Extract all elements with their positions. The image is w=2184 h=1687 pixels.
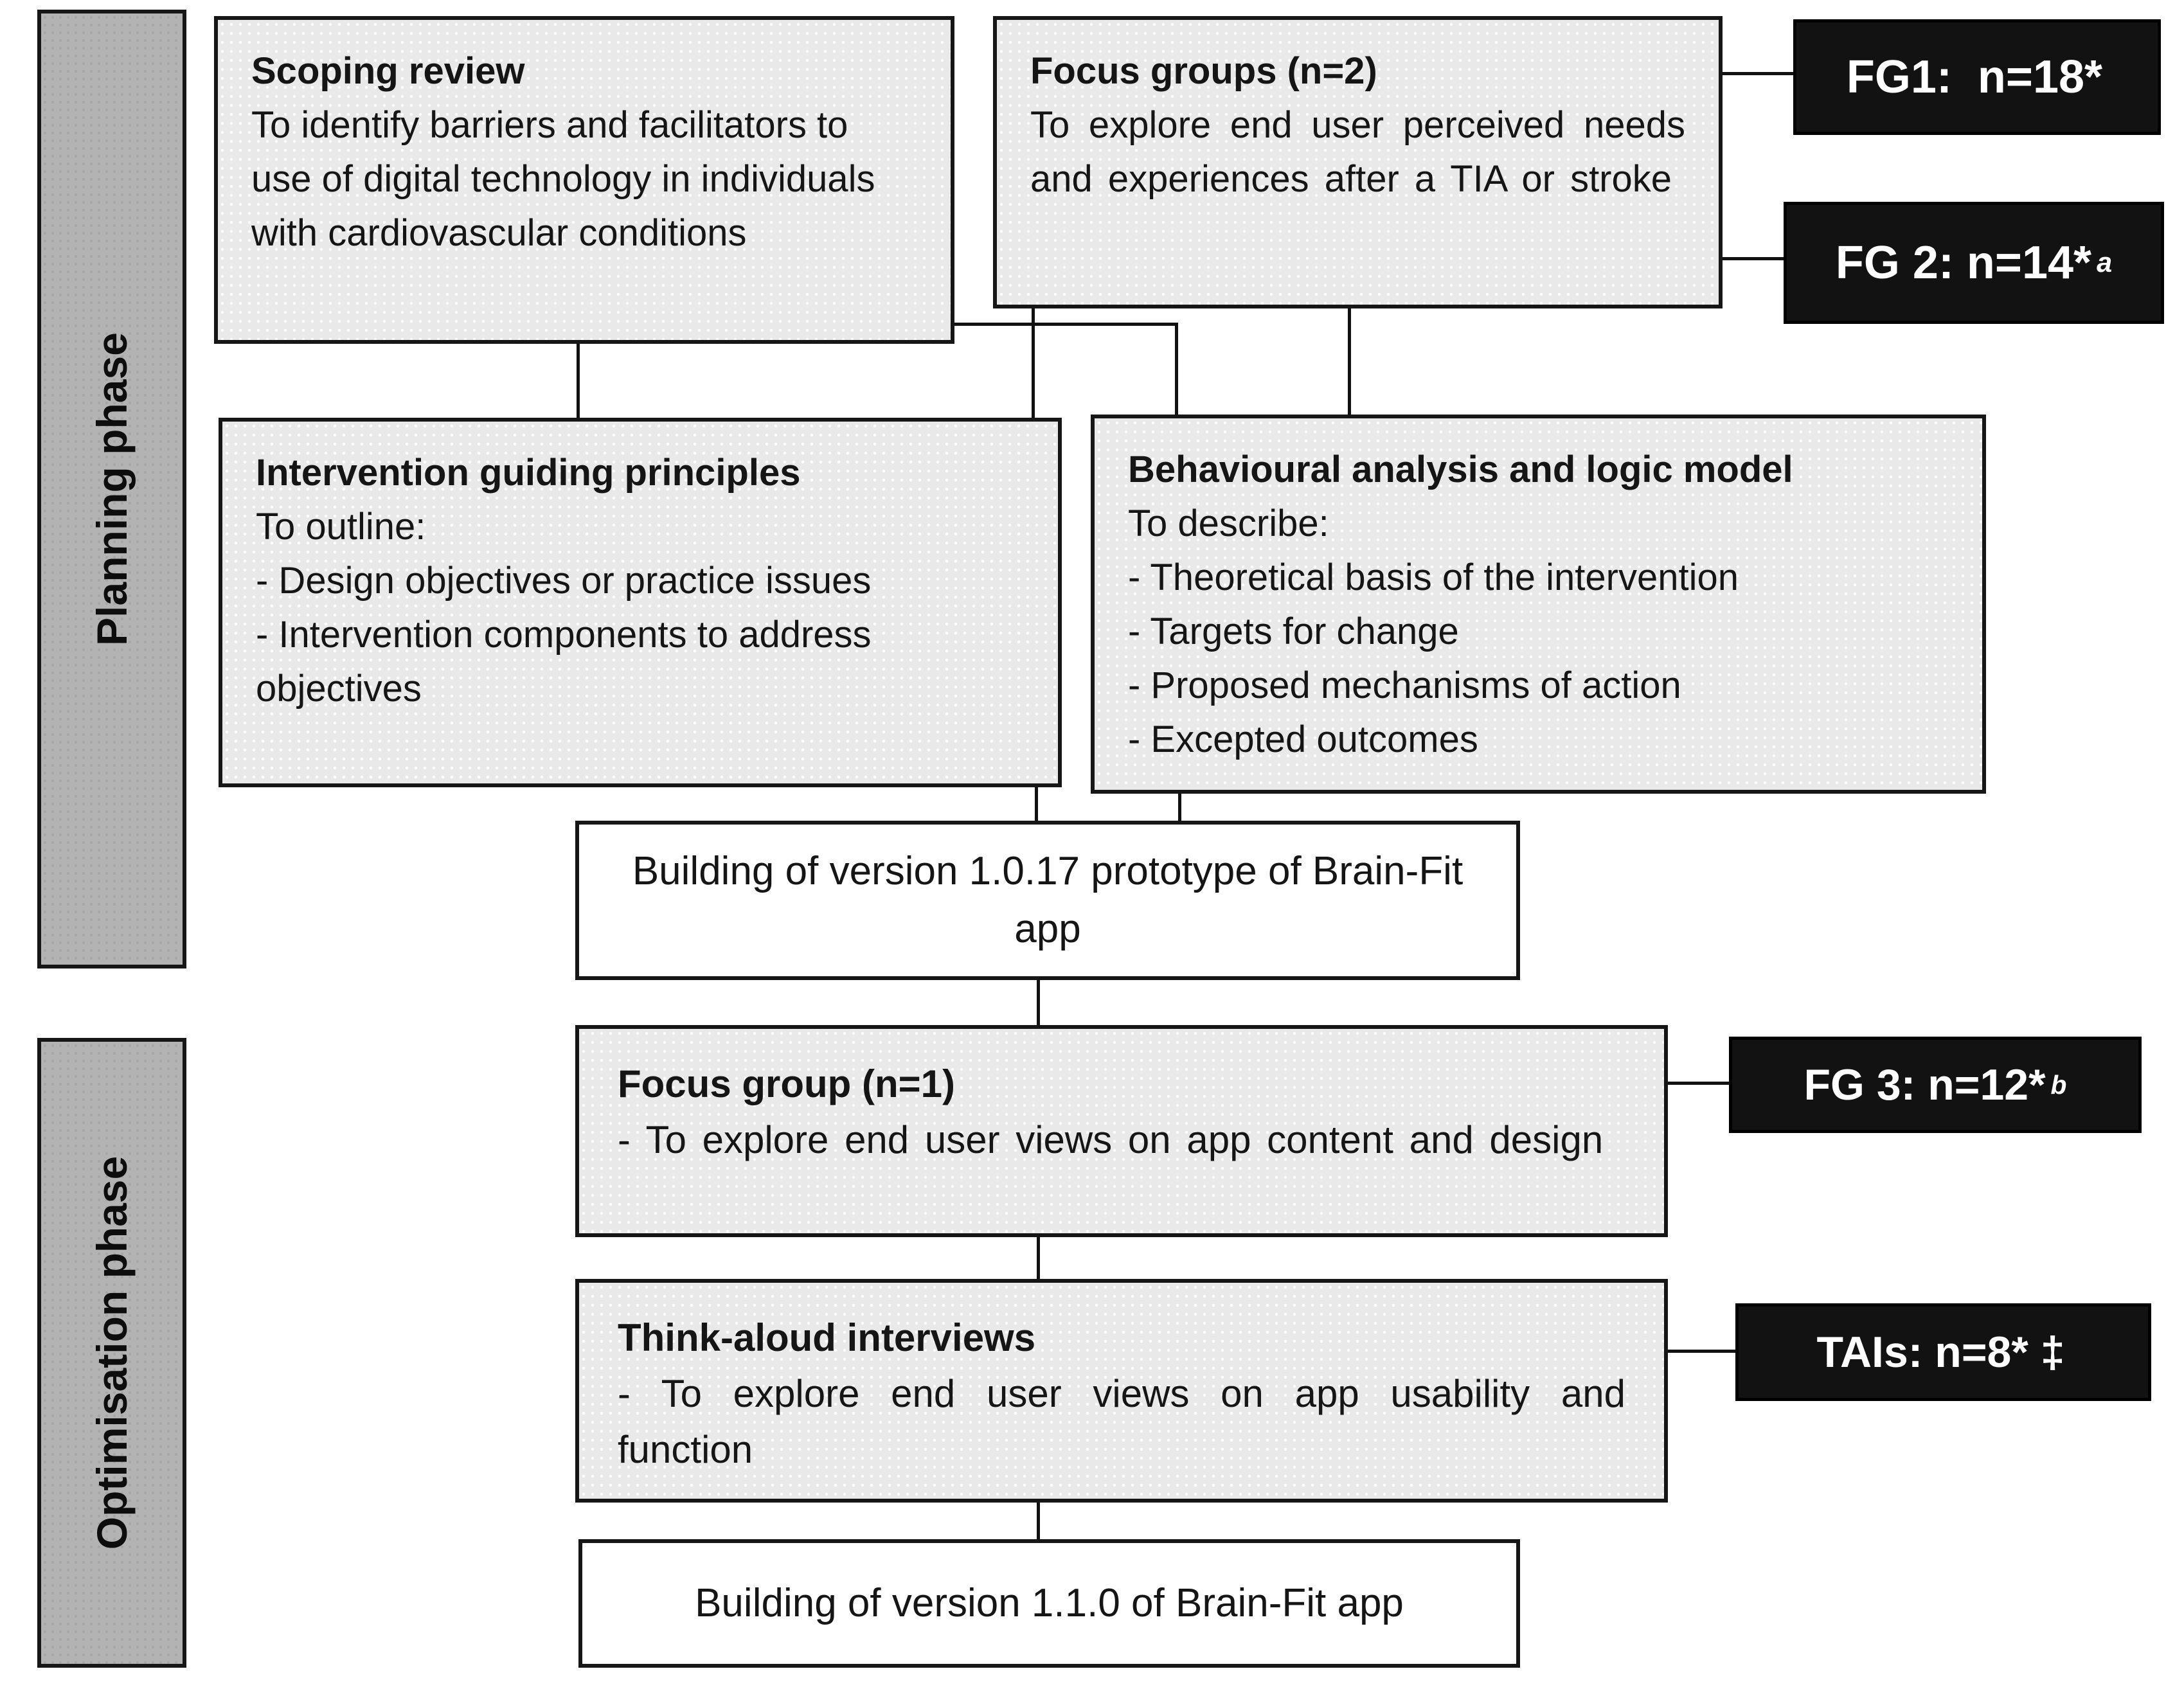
connector-building-to-focusgroup1 (1037, 979, 1040, 1028)
behavioural-analysis-bullet: - Proposed mechanisms of action (1128, 665, 1681, 707)
fg1-label: FG1: n=18* (1793, 19, 2161, 135)
connector-thinkaloud-to-building110 (1037, 1501, 1040, 1541)
think-aloud-body: - To explore end user views on app usabi… (618, 1372, 1625, 1471)
optimisation-phase-label: Optimisation phase (88, 1156, 136, 1550)
building-prototype-box: Building of version 1.0.17 prototype of … (575, 821, 1520, 980)
connector-focusgroup1-to-thinkaloud (1037, 1235, 1040, 1281)
connector-focusgroups-to-fg1 (1721, 72, 1795, 75)
intervention-principles-bullet: - Intervention components to address obj… (256, 614, 872, 710)
fg3-label-sup: b (2050, 1069, 2067, 1100)
fg1-label-text: FG1: n=18* (1846, 51, 2103, 103)
fg2-label: FG 2: n=14*a (1784, 202, 2164, 324)
connector-behavioural-to-building (1178, 792, 1181, 823)
scoping-review-box: Scoping review To identify barriers and … (214, 16, 954, 344)
think-aloud-box: Think-aloud interviews - To explore end … (575, 1279, 1668, 1503)
building-prototype-text: Building of version 1.0.17 prototype of … (632, 849, 1463, 951)
focus-groups-body: To explore end user perceived needs and … (1030, 104, 1685, 201)
connector-focusgroups-to-behavioural (1348, 307, 1351, 418)
scoping-review-body: To identify barriers and facilitators to… (251, 104, 875, 254)
focus-group-1-body: - To explore end user views on app conte… (618, 1118, 1604, 1161)
focus-group-1-title: Focus group (n=1) (618, 1062, 955, 1105)
connector-focusgroups-to-fg2 (1721, 257, 1785, 260)
planning-phase-bar: Planning phase (37, 10, 186, 968)
connector-scoping-to-intervention (577, 341, 580, 421)
fg3-label-text: FG 3: n=12* (1804, 1060, 2046, 1109)
fg2-label-sup: a (2097, 247, 2113, 278)
optimisation-phase-bar: Optimisation phase (37, 1038, 186, 1668)
connector-focusgroup1-to-fg3 (1667, 1082, 1730, 1085)
think-aloud-title: Think-aloud interviews (618, 1316, 1036, 1359)
connector-thinkaloud-to-tais (1667, 1350, 1737, 1353)
behavioural-analysis-lead: To describe: (1128, 503, 1329, 545)
intervention-principles-lead: To outline: (256, 506, 426, 548)
intervention-principles-title: Intervention guiding principles (256, 452, 801, 494)
intervention-principles-box: Intervention guiding principles To outli… (219, 418, 1062, 787)
building-v110-box: Building of version 1.1.0 of Brain-Fit a… (578, 1539, 1520, 1668)
building-v110-text: Building of version 1.1.0 of Brain-Fit a… (695, 1581, 1404, 1626)
intervention-principles-bullet: - Design objectives or practice issues (256, 560, 872, 602)
tais-label: TAIs: n=8* ‡ (1735, 1303, 2151, 1401)
connector-focusgroups-to-intervention (1032, 307, 1035, 421)
focus-groups-box: Focus groups (n=2) To explore end user p… (993, 16, 1723, 308)
fg3-label: FG 3: n=12*b (1729, 1037, 2142, 1133)
behavioural-analysis-bullet: - Theoretical basis of the intervention (1128, 557, 1739, 599)
connector-scoping-to-behavioural-vertical (1175, 323, 1178, 418)
tais-label-text: TAIs: n=8* ‡ (1816, 1328, 2065, 1377)
behavioural-analysis-box: Behavioural analysis and logic model To … (1091, 415, 1986, 794)
connector-scoping-to-behavioural-horizontal (953, 323, 1178, 326)
planning-phase-label: Planning phase (88, 332, 136, 646)
fg2-label-text: FG 2: n=14* (1835, 237, 2092, 289)
focus-group-1-box: Focus group (n=1) - To explore end user … (575, 1025, 1668, 1237)
connector-intervention-to-building (1035, 786, 1038, 823)
focus-groups-title: Focus groups (n=2) (1030, 50, 1377, 92)
scoping-review-title: Scoping review (251, 50, 525, 92)
behavioural-analysis-title: Behavioural analysis and logic model (1128, 449, 1793, 490)
behavioural-analysis-bullet: - Targets for change (1128, 611, 1459, 653)
behavioural-analysis-bullet: - Excepted outcomes (1128, 719, 1478, 761)
